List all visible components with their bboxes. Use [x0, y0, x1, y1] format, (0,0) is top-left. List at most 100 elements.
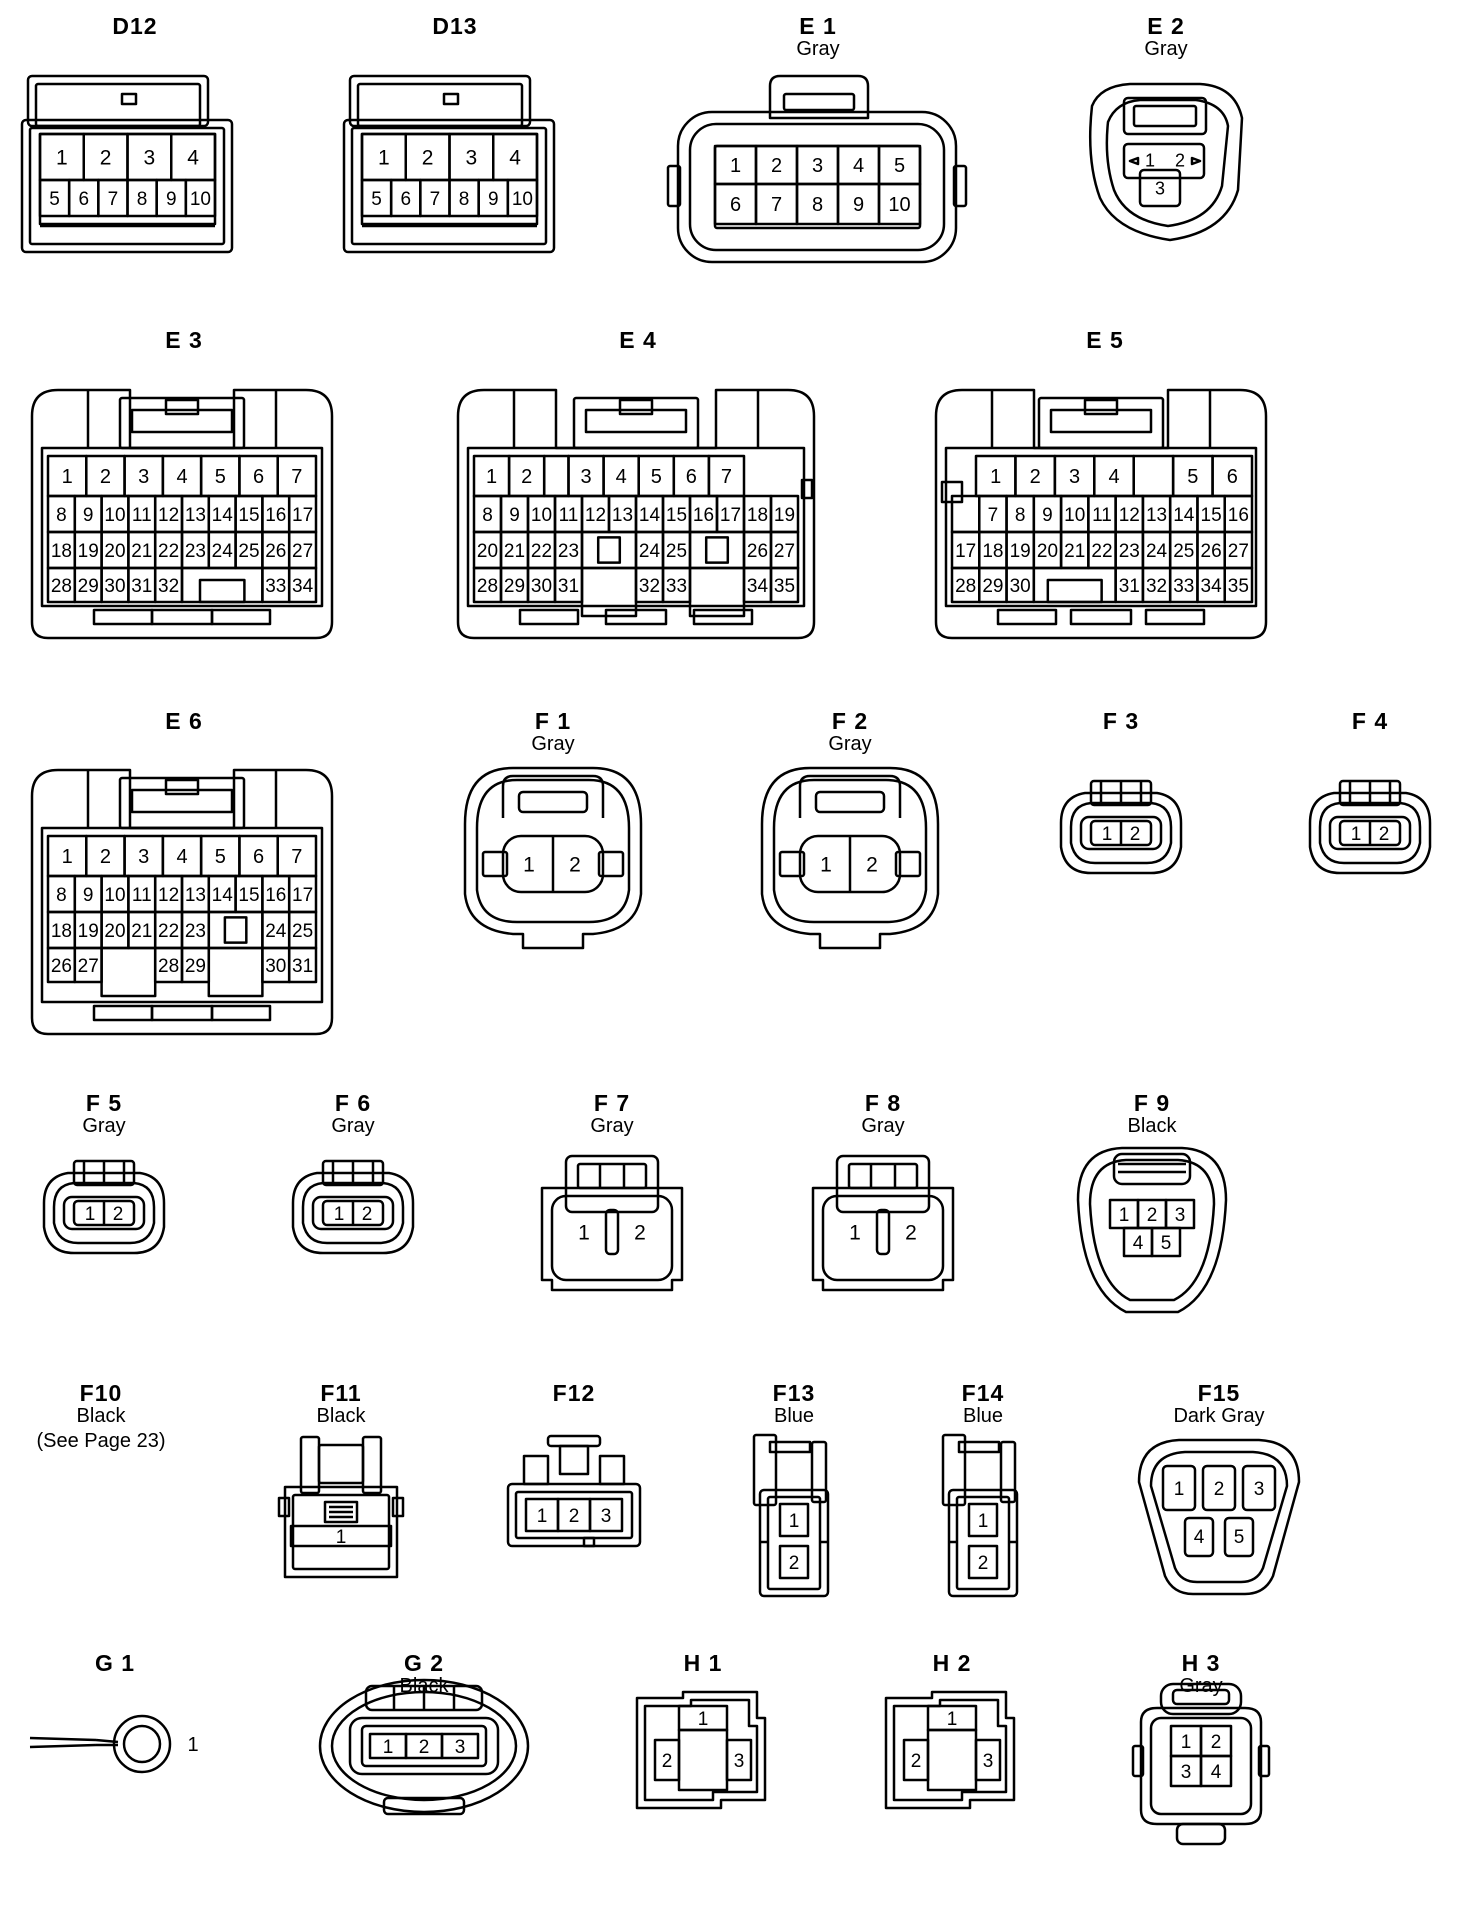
connector-outline: [514, 1490, 634, 1540]
connector-housing: [934, 388, 1268, 640]
pin-number: 29: [185, 956, 206, 977]
pin-number: 27: [1228, 541, 1249, 562]
pin-number: 13: [1146, 505, 1167, 526]
pin-number: 3: [580, 466, 591, 488]
connector-tab: [597, 850, 625, 878]
connector-outline: [676, 110, 958, 264]
pin-number: 25: [238, 541, 259, 562]
pin-number: 2: [100, 147, 112, 170]
connector-latch: [546, 1434, 602, 1448]
pin-number: 4: [1133, 1233, 1144, 1254]
pin-number: 4: [187, 147, 199, 170]
pin-number: 6: [686, 466, 697, 488]
pin-number: 22: [158, 921, 179, 942]
connector-edge: [29, 1736, 97, 1742]
pin-number: 5: [894, 155, 905, 177]
pin-number: 1: [62, 466, 73, 488]
pin-number: 20: [1037, 541, 1058, 562]
connector-tab: [92, 608, 154, 626]
connector-latch: [564, 1154, 660, 1214]
connector-latch: [1132, 104, 1198, 128]
pin-number: 2: [1379, 824, 1390, 845]
pin-number: 1: [1174, 1479, 1185, 1500]
pin-number: 33: [666, 576, 687, 597]
connector-latch: [835, 1154, 931, 1214]
pin-number: 1: [990, 466, 1001, 488]
pin-number: 17: [955, 541, 976, 562]
pin-number: 3: [601, 1506, 612, 1527]
connector-housing: [30, 768, 334, 1036]
connector-latch: [752, 1433, 778, 1507]
pin-number: 8: [137, 189, 148, 210]
pin-number: 19: [774, 505, 795, 526]
blocked-cavity: [596, 536, 622, 564]
pin-number: 34: [292, 576, 314, 597]
blocked-cavity: [100, 946, 157, 998]
pin-number: 21: [1064, 541, 1085, 562]
connector-housing: [1308, 791, 1432, 875]
pin-cell: [677, 1728, 729, 1792]
connector-housing: [42, 1171, 166, 1255]
pin-number: 14: [212, 885, 234, 906]
connector-tab: [150, 1004, 214, 1022]
pin-number: 6: [400, 189, 411, 210]
pin-number: 3: [138, 846, 149, 868]
connector-latch: [847, 1162, 919, 1190]
pin-number: 24: [212, 541, 234, 562]
pin-number: 2: [789, 1553, 800, 1574]
pin-number: 12: [158, 505, 179, 526]
pin-number: 3: [138, 466, 149, 488]
pin-number: 3: [1254, 1479, 1265, 1500]
connector-latch: [572, 396, 700, 450]
pin-number: 2: [1130, 824, 1141, 845]
connector-tab: [666, 164, 682, 208]
connector-housing: [760, 766, 940, 950]
pin-number: 27: [78, 956, 99, 977]
pin-number: 13: [612, 505, 633, 526]
pin-number: 26: [1201, 541, 1222, 562]
connector-housing: [283, 1485, 399, 1579]
connector-housing: [52, 1181, 156, 1245]
pin-number: 8: [56, 505, 67, 526]
pin-number: 2: [771, 155, 782, 177]
pin-number: 8: [812, 194, 823, 216]
pin-number: 12: [1119, 505, 1140, 526]
connector-latch: [1049, 408, 1153, 434]
pin-number: 7: [988, 505, 999, 526]
connector-outline: [40, 446, 324, 608]
pin-number: 1: [578, 1222, 590, 1245]
pin-number: 6: [253, 466, 264, 488]
pin-number: 4: [176, 466, 187, 488]
pin-number: 8: [56, 885, 67, 906]
connector-tab: [1257, 1744, 1271, 1778]
pin-number: 8: [482, 505, 493, 526]
pin-number: 2: [1211, 1732, 1222, 1753]
pin-number: 5: [1161, 1233, 1172, 1254]
pin-number: 1: [336, 1527, 347, 1548]
pin-number: 2: [1214, 1479, 1225, 1500]
pin-number: 19: [1010, 541, 1031, 562]
pin-number: 10: [888, 194, 910, 216]
pin-number: 2: [1030, 466, 1041, 488]
connector-latch: [1112, 1152, 1192, 1186]
connector-latch: [957, 1440, 1001, 1454]
pin-number: 2: [911, 1751, 922, 1772]
pin-number: 34: [747, 576, 769, 597]
pin-number: 3: [1175, 1205, 1186, 1226]
connector-housing: [1105, 98, 1230, 228]
pin-number: 18: [982, 541, 1003, 562]
connector-latch: [810, 1440, 828, 1504]
pin-number: 17: [720, 505, 741, 526]
pin-number: 25: [292, 921, 313, 942]
connector-latch: [618, 398, 654, 416]
pin-number: 1: [62, 846, 73, 868]
pin-number: 21: [131, 921, 152, 942]
pin-number: 23: [185, 921, 206, 942]
connector-outline: [350, 126, 548, 246]
connector-face: [550, 1194, 674, 1282]
connector-housing: [1076, 1146, 1228, 1314]
connector-tab: [481, 850, 509, 878]
connector-outline: [342, 118, 556, 254]
blocked-cavity: [207, 946, 264, 998]
connector-housing: [1139, 1706, 1263, 1826]
